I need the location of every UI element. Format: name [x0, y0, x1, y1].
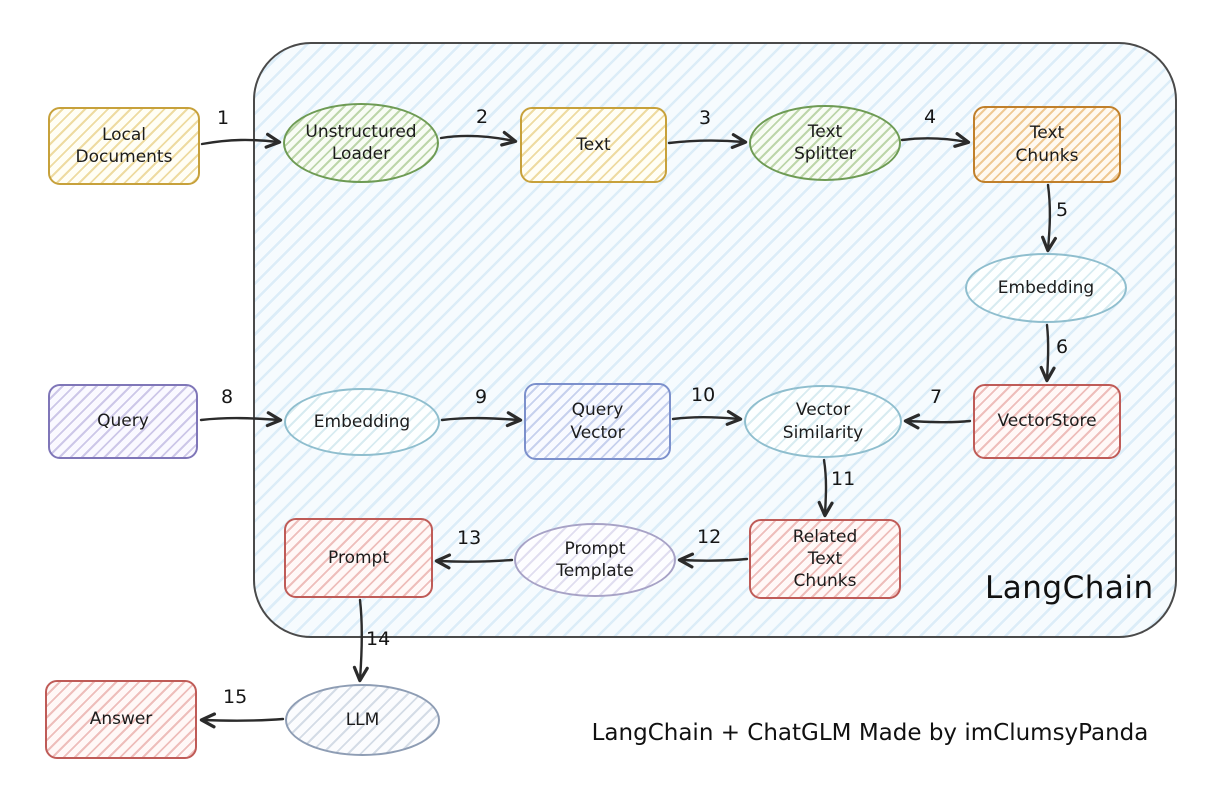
node-embedding-top-label: Embedding	[997, 277, 1095, 298]
edge-label-15: 15	[223, 686, 248, 708]
node-query-vector-label: Query Vector	[570, 400, 625, 443]
edge-label-2: 2	[476, 106, 489, 128]
node-text-splitter: Text Splitter	[749, 105, 901, 181]
node-query-label: Query	[97, 411, 149, 432]
node-text-splitter-label: Text Splitter	[794, 121, 856, 164]
edge-label-7: 7	[930, 386, 943, 408]
node-embedding-query: Embedding	[284, 388, 440, 456]
node-text: Text	[520, 107, 667, 183]
edge-label-13: 13	[457, 527, 482, 549]
node-llm: LLM	[285, 684, 440, 756]
edge-label-8: 8	[221, 386, 234, 408]
node-answer: Answer	[45, 680, 197, 759]
node-vector-similarity: Vector Similarity	[744, 385, 902, 458]
node-vectorstore-label: VectorStore	[997, 411, 1097, 432]
node-query: Query	[48, 384, 198, 459]
edge-label-5: 5	[1056, 199, 1069, 221]
edge-label-12: 12	[697, 526, 722, 548]
node-text-chunks: Text Chunks	[973, 106, 1121, 183]
diagram-caption: LangChain + ChatGLM Made by imClumsyPand…	[591, 720, 1149, 746]
node-answer-label: Answer	[89, 709, 153, 730]
node-llm-label: LLM	[345, 709, 380, 730]
node-vector-similarity-label: Vector Similarity	[782, 400, 864, 443]
edge-label-14: 14	[366, 628, 391, 650]
edge-label-9: 9	[475, 386, 488, 408]
node-text-label: Text	[576, 134, 611, 155]
node-local-documents-label: Local Documents	[75, 124, 173, 167]
node-related-text-chunks: Related Text Chunks	[749, 519, 901, 599]
node-prompt-label: Prompt	[328, 547, 389, 568]
edge-label-1: 1	[217, 107, 230, 129]
edge-label-6: 6	[1056, 336, 1069, 358]
edge-label-3: 3	[699, 107, 712, 129]
langchain-container-label: LangChain	[985, 570, 1154, 606]
arrow-15	[199, 712, 285, 729]
node-related-text-chunks-label: Related Text Chunks	[792, 526, 858, 592]
node-vectorstore: VectorStore	[973, 384, 1121, 459]
node-unstructured-loader-label: Unstructured Loader	[305, 121, 417, 164]
node-prompt: Prompt	[284, 518, 433, 598]
node-local-documents: Local Documents	[48, 107, 200, 185]
node-text-chunks-label: Text Chunks	[1015, 123, 1079, 166]
edge-label-10: 10	[691, 384, 716, 406]
node-prompt-template-label: Prompt Template	[556, 538, 634, 581]
edge-label-11: 11	[831, 468, 856, 490]
node-unstructured-loader: Unstructured Loader	[283, 103, 439, 183]
node-embedding-query-label: Embedding	[313, 411, 411, 432]
node-embedding-top: Embedding	[965, 253, 1127, 323]
node-prompt-template: Prompt Template	[514, 523, 676, 597]
node-query-vector: Query Vector	[524, 383, 671, 460]
edge-label-4: 4	[924, 106, 937, 128]
